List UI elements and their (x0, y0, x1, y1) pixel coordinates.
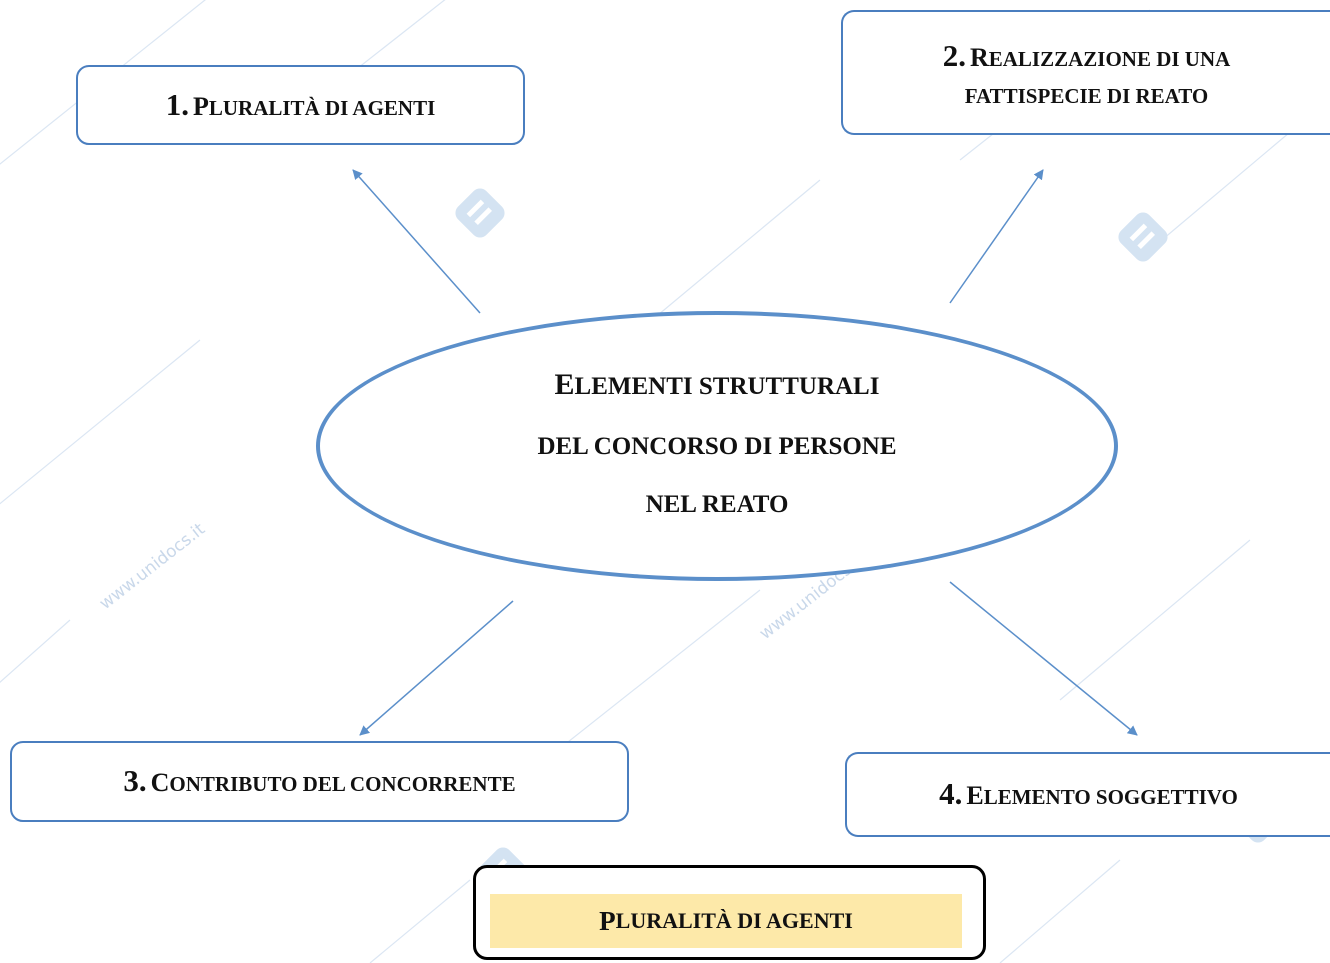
node-2-label: 2. REALIZZAZIONE DI UNA FATTISPECIE DI R… (943, 32, 1231, 113)
node-3-number: 3. (123, 763, 147, 799)
node-2-line-2: FATTISPECIE DI REATO (964, 84, 1209, 109)
center-title-line-2: DEL CONCORSO DI PERSONE (537, 433, 897, 460)
node-2-line-1: 2. REALIZZAZIONE DI UNA (942, 38, 1231, 74)
node-4-box: 4. ELEMENTO SOGGETTIVO (845, 752, 1330, 837)
unidocs-logo-icon (455, 188, 505, 238)
arrow-to-node-1 (352, 169, 481, 314)
node-1-box: 1. PLURALITÀ DI AGENTI (76, 65, 525, 145)
central-ellipse (316, 311, 1118, 581)
node-2-number: 2. (942, 38, 966, 74)
node-1-label: 1. PLURALITÀ DI AGENTI (165, 86, 436, 122)
node-2-box: 2. REALIZZAZIONE DI UNA FATTISPECIE DI R… (841, 10, 1330, 135)
arrow-to-node-4 (949, 581, 1138, 736)
node-1-number: 1. (165, 86, 189, 122)
node-4-number: 4. (939, 776, 963, 812)
node-4-label: 4. ELEMENTO SOGGETTIVO (939, 776, 1238, 812)
arrow-to-node-3 (359, 600, 514, 736)
center-title-line-1: ELEMENTI STRUTTURALI (554, 368, 880, 401)
center-title-line-3: NEL REATO (645, 491, 789, 518)
unidocs-logo-icon (1118, 212, 1168, 262)
arrow-to-node-2 (949, 169, 1044, 304)
node-3-box: 3. CONTRIBUTO DEL CONCORRENTE (10, 741, 629, 822)
node-3-label: 3. CONTRIBUTO DEL CONCORRENTE (123, 763, 516, 799)
